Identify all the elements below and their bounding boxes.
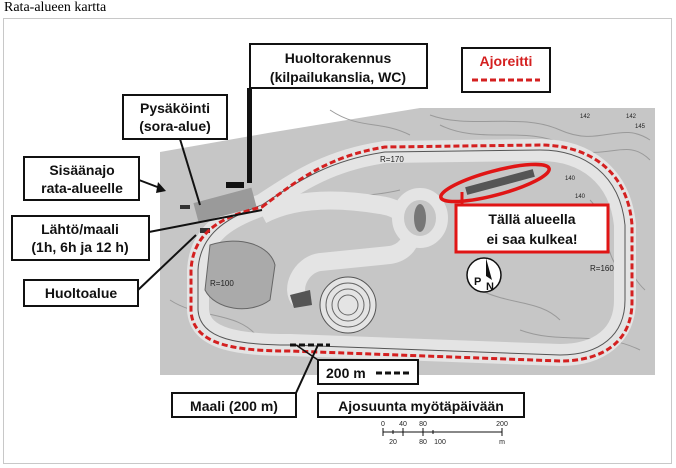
map-frame (3, 18, 672, 464)
restricted-zone (439, 162, 551, 204)
radius-100-label: R=100 (210, 279, 234, 288)
contour-label: 140 (565, 176, 576, 182)
compass-n: N (486, 281, 494, 293)
service-building-label: Huoltorakennus (285, 50, 392, 66)
service-building-sublabel: (kilpailukanslia, WC) (270, 69, 406, 85)
route-line (189, 143, 634, 363)
compass-p: P (474, 276, 481, 288)
scale-tick: 40 (399, 421, 407, 428)
service-area (204, 240, 276, 310)
distance-label: 200 m (326, 365, 366, 381)
radius-160-label: R=160 (590, 264, 614, 273)
parking-label: Pysäköinti (140, 100, 210, 116)
radius-170-label: R=170 (380, 155, 404, 164)
scale-unit: m (499, 439, 505, 446)
entrance-label: Sisäänajo (49, 162, 114, 178)
north-compass: P N (466, 257, 502, 293)
contour-label: 140 (575, 194, 586, 200)
contour-label: 142 (580, 114, 591, 120)
restricted-building (465, 169, 535, 195)
service-building (226, 182, 244, 188)
scale-tick: 100 (434, 439, 446, 446)
scale-bar: 0 40 80 200 20 80 100 m (381, 421, 508, 446)
direction-label: Ajosuunta myötäpäivään (338, 398, 504, 414)
start-label: Lähtö/maali (41, 221, 119, 237)
contour-label: 142 (626, 114, 637, 120)
finish-label: Maali (200 m) (190, 398, 278, 414)
restricted-label: Tällä alueella (488, 211, 575, 227)
scale-tick: 80 (419, 439, 427, 446)
legend-route-label: Ajoreitti (480, 53, 533, 69)
skid-pad (319, 276, 377, 334)
scale-tick: 200 (496, 421, 508, 428)
parking-lot (193, 187, 257, 223)
start-sublabel: (1h, 6h ja 12 h) (31, 239, 128, 255)
restricted-sublabel: ei saa kulkea! (486, 231, 577, 247)
scale-tick: 80 (419, 421, 427, 428)
dark-pond (290, 290, 312, 308)
service-area-label: Huoltoalue (45, 285, 118, 301)
contour-label: 145 (635, 124, 646, 130)
scale-tick: 0 (381, 421, 385, 428)
parking-sublabel: (sora-alue) (139, 118, 211, 134)
page-title: Rata-alueen kartta (4, 0, 107, 15)
entrance-sublabel: rata-alueelle (41, 180, 123, 196)
scale-tick: 20 (389, 439, 397, 446)
